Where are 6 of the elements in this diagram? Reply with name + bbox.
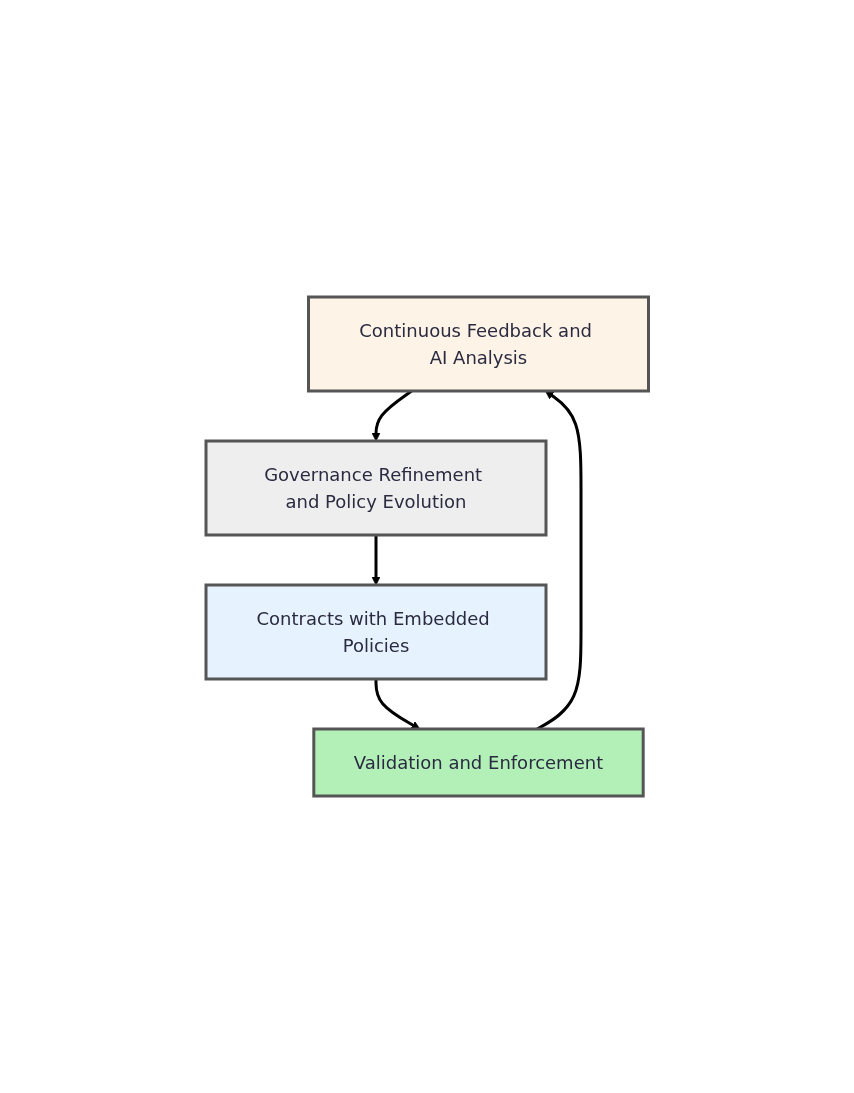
node-box: Governance Refinement and Policy Evolution xyxy=(204,439,548,537)
arrow xyxy=(371,535,381,586)
node-box: Contracts with Embedded Policies xyxy=(204,583,548,681)
node-box: Validation and Enforcement xyxy=(312,727,645,798)
node-box: Continuous Feedback and AI Analysis xyxy=(306,295,650,393)
arrow xyxy=(374,679,420,730)
